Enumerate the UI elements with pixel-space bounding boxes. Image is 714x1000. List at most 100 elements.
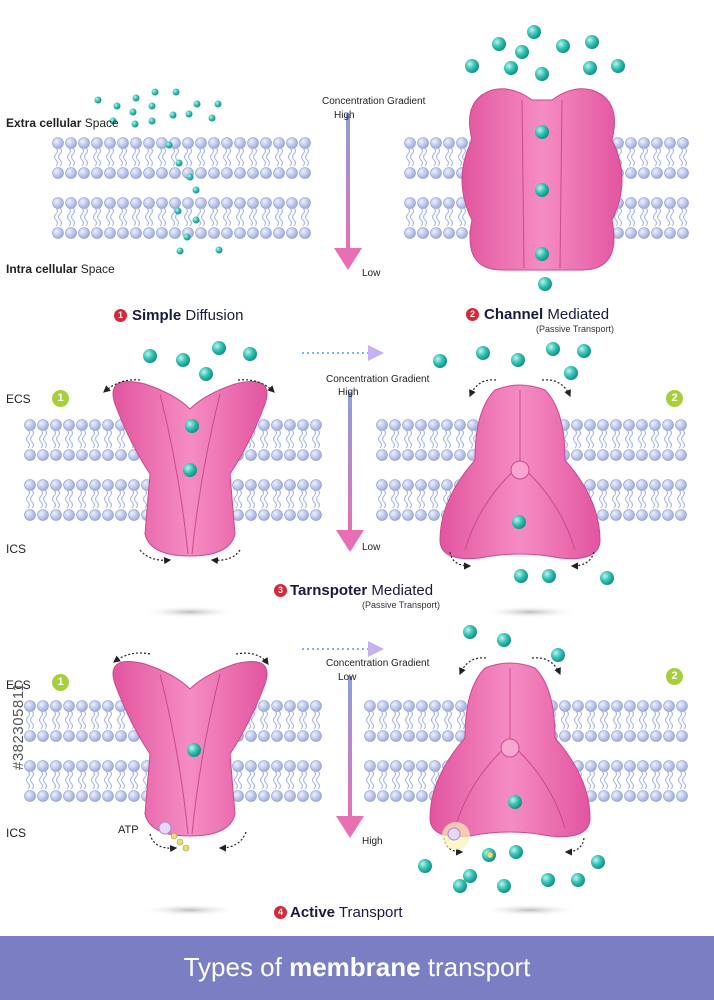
lipid-head bbox=[117, 137, 129, 149]
lipid-tail bbox=[429, 489, 435, 509]
lipid-tail bbox=[200, 207, 206, 227]
lipid-head bbox=[297, 449, 309, 461]
lipid-head bbox=[624, 700, 636, 712]
lipid-head bbox=[625, 197, 637, 209]
lipid-tail bbox=[637, 429, 643, 449]
lipid-tail bbox=[418, 207, 424, 227]
lipid-head bbox=[273, 167, 285, 179]
lipid-head bbox=[625, 137, 637, 149]
molecule bbox=[453, 879, 467, 893]
lipid-tail bbox=[259, 489, 265, 509]
lipid-head bbox=[376, 509, 388, 521]
lipid-tail bbox=[66, 207, 72, 227]
lipid-head bbox=[117, 227, 129, 239]
lipid-tail bbox=[25, 710, 31, 730]
lipid-tail bbox=[68, 770, 74, 790]
molecule bbox=[535, 67, 549, 81]
lipid-tail bbox=[586, 710, 592, 730]
lipid-head bbox=[429, 730, 441, 742]
lipid-head bbox=[441, 419, 453, 431]
lipid-tail bbox=[285, 429, 291, 449]
gradient-head bbox=[336, 816, 364, 838]
lipid-tail bbox=[315, 710, 321, 730]
lipid-tail bbox=[38, 489, 44, 509]
lipid-head bbox=[245, 449, 257, 461]
lipid-head bbox=[415, 449, 427, 461]
lipid-head bbox=[310, 479, 322, 491]
small-molecule bbox=[192, 216, 200, 224]
lipid-head bbox=[443, 197, 455, 209]
lipid-head bbox=[63, 730, 75, 742]
lipid-tail bbox=[161, 147, 167, 167]
lipid-head bbox=[156, 167, 168, 179]
lipid-tail bbox=[122, 147, 128, 167]
lipid-tail bbox=[252, 147, 258, 167]
ecs-label-4: ECS bbox=[6, 678, 31, 692]
lipid-head bbox=[91, 197, 103, 209]
lipid-head bbox=[428, 479, 440, 491]
protein-shadow bbox=[142, 904, 238, 916]
lipid-tail bbox=[276, 770, 282, 790]
lipid-head bbox=[245, 509, 257, 521]
transporter-seam bbox=[159, 393, 189, 555]
lipid-tail bbox=[135, 147, 141, 167]
lipid-head bbox=[624, 790, 636, 802]
lipid-tail bbox=[161, 207, 167, 227]
lipid-head bbox=[676, 790, 688, 802]
small-molecule bbox=[172, 88, 180, 96]
lipid-tail bbox=[641, 429, 647, 449]
lipid-head bbox=[245, 479, 257, 491]
lipid-tail bbox=[116, 489, 122, 509]
lipid-tail bbox=[377, 489, 383, 509]
lipid-tail bbox=[638, 770, 644, 790]
lipid-tail bbox=[625, 770, 631, 790]
lipid-tail bbox=[116, 710, 122, 730]
lipid-head bbox=[89, 449, 101, 461]
lipid-tail bbox=[656, 207, 662, 227]
lipid-head bbox=[364, 790, 376, 802]
lipid-head bbox=[456, 227, 468, 239]
lipid-tail bbox=[250, 489, 256, 509]
lipid-tail bbox=[435, 207, 441, 227]
lipid-tail bbox=[116, 770, 122, 790]
lipid-tail bbox=[300, 207, 306, 227]
molecule bbox=[556, 39, 570, 53]
lipid-head bbox=[377, 760, 389, 772]
lipid-tail bbox=[655, 710, 661, 730]
lipid-head bbox=[585, 700, 597, 712]
step-2-badge-4: 2 bbox=[666, 668, 683, 685]
lipid-head bbox=[37, 449, 49, 461]
lipid-head bbox=[415, 479, 427, 491]
lipid-head bbox=[404, 137, 416, 149]
channel-subtitle: (Passive Transport) bbox=[536, 324, 615, 334]
lipid-tail bbox=[120, 710, 126, 730]
lipid-tail bbox=[144, 147, 150, 167]
lipid-head bbox=[245, 790, 257, 802]
lipid-tail bbox=[599, 710, 605, 730]
lipid-tail bbox=[643, 147, 649, 167]
lipid-head bbox=[208, 137, 220, 149]
lipid-tail bbox=[409, 207, 415, 227]
lipid-head bbox=[52, 137, 64, 149]
lipid-tail bbox=[611, 489, 617, 509]
lipid-head bbox=[364, 760, 376, 772]
molecule bbox=[611, 59, 625, 73]
lipid-tail bbox=[435, 147, 441, 167]
lipid-tail bbox=[120, 770, 126, 790]
small-molecule bbox=[215, 246, 223, 254]
gradient-3-bottom: High bbox=[362, 836, 383, 847]
lipid-head bbox=[597, 479, 609, 491]
lipid-tail bbox=[81, 710, 87, 730]
lipid-tail bbox=[444, 147, 450, 167]
lipid-tail bbox=[51, 770, 57, 790]
lipid-tail bbox=[443, 710, 449, 730]
lipid-tail bbox=[289, 489, 295, 509]
lipid-head bbox=[390, 760, 402, 772]
lipid-head bbox=[611, 790, 623, 802]
lipid-tail bbox=[289, 429, 295, 449]
lipid-head bbox=[611, 700, 623, 712]
lipid-head bbox=[273, 197, 285, 209]
lipid-head bbox=[52, 197, 64, 209]
lipid-tail bbox=[246, 489, 252, 509]
